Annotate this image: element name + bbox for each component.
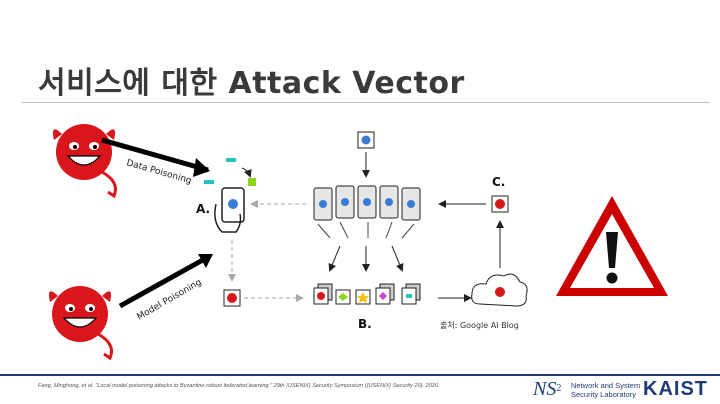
devil-icon [49, 286, 113, 361]
lab-name-line2: Security Laboratory [571, 390, 637, 399]
data-block [226, 158, 236, 162]
label-c: C. [492, 175, 505, 189]
lab-logo: NS2 [533, 378, 562, 400]
data-block [204, 180, 214, 184]
label-a: A. [196, 202, 210, 216]
source-note: 출처: Google AI Blog [440, 320, 519, 330]
warning-icon [556, 196, 668, 296]
kaist-logo: KAIST [643, 378, 708, 400]
citation: Fang, Minghong, et al. "Local model pois… [38, 383, 440, 389]
phone-hand-icon [214, 187, 245, 233]
update-stack [313, 283, 333, 305]
lab-name-line1: Network and System [571, 381, 641, 390]
data-block [248, 178, 256, 186]
malicious-model-icon [223, 289, 241, 307]
attack-vector-diagram: Data Poisoning Model Poisoning A. [49, 124, 668, 361]
title-divider [22, 102, 710, 103]
footer-divider [0, 374, 720, 376]
update-block [335, 289, 351, 305]
model-poisoning-arrow [118, 253, 212, 309]
update-block [355, 289, 371, 305]
lab-name: Network and System Security Laboratory [571, 381, 640, 399]
label-b: B. [358, 317, 372, 331]
global-model-icon [357, 131, 375, 149]
cloud-server-icon [471, 273, 528, 307]
update-stack [401, 283, 421, 305]
malicious-model-icon [491, 195, 509, 213]
devil-icon [53, 124, 117, 199]
data-poisoning-arrow [101, 137, 209, 173]
model-poisoning-label: Model Poisoning [136, 278, 204, 323]
update-stack [375, 283, 395, 305]
client-devices-group [313, 185, 421, 239]
slide-title: 서비스에 대한 Attack Vector [38, 66, 465, 101]
